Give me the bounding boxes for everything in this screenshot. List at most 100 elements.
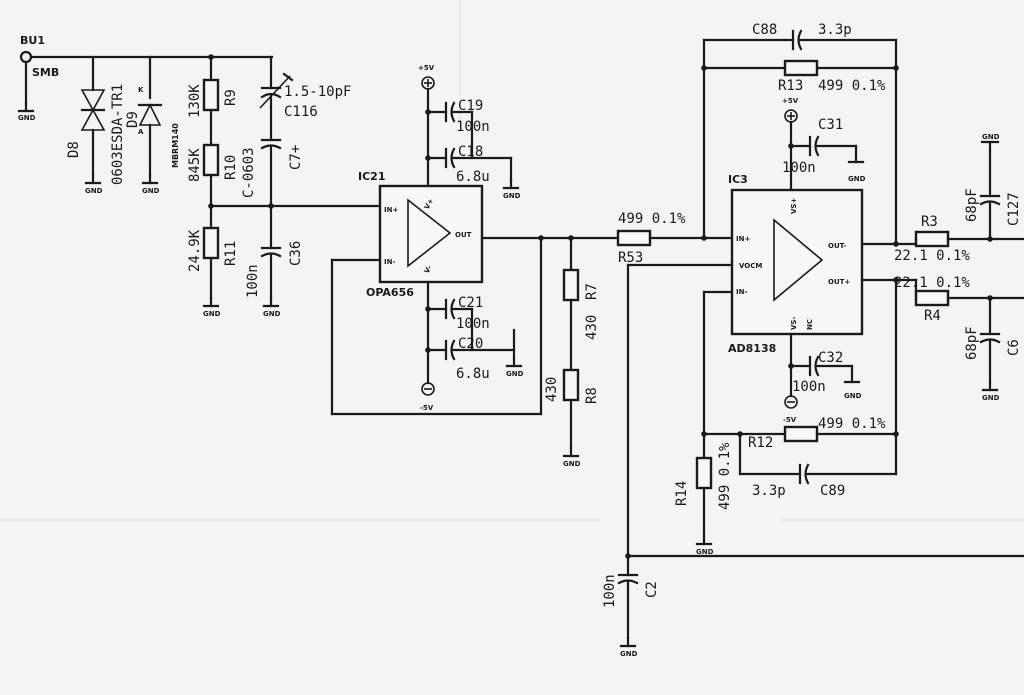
ic3-nc: NC: [806, 319, 814, 330]
svg-text:GND: GND: [982, 133, 1000, 141]
c6-ref: C6: [1006, 339, 1022, 356]
r8-ref: R8: [584, 387, 600, 404]
r9-resistor: 130K R9: [187, 55, 239, 147]
ic21-in-minus: IN-: [384, 258, 395, 266]
r10-ref: R10: [223, 155, 239, 180]
c20-capacitor: GND C20 6.8u: [425, 307, 524, 382]
c89-ref: C89: [820, 483, 845, 499]
ic21-part: OPA656: [366, 286, 414, 299]
c18-value: 6.8u: [456, 169, 490, 185]
r7-value: 430: [584, 315, 600, 340]
c32-value: 100n: [792, 379, 826, 395]
c36-value: 100n: [245, 264, 261, 298]
d9-a: A: [138, 128, 144, 136]
svg-text:GND: GND: [696, 548, 714, 556]
c31-ref: C31: [818, 117, 843, 133]
c88-ref: C88: [752, 22, 777, 38]
ic3-vs-plus: VS+: [790, 198, 798, 214]
c89-value: 3.3p: [752, 483, 786, 499]
c6-value: 68pF: [964, 326, 980, 360]
r3-resistor: R3 22.1 0.1%: [894, 214, 1024, 264]
c19-ref: C19: [458, 98, 483, 114]
svg-text:-5V: -5V: [783, 416, 797, 424]
r3-value: 22.1 0.1%: [894, 248, 970, 264]
r14-resistor: GND R14 499 0.1%: [674, 442, 733, 556]
c116-ref: C116: [284, 104, 318, 120]
ic21-opamp: IN+ IN- OUT V+ V- IC21 OPA656: [358, 170, 484, 299]
c127-ref: C127: [1006, 192, 1022, 226]
r8-resistor: GND 430 R8: [544, 368, 600, 468]
ic3-vs-minus: VS-: [790, 317, 798, 330]
svg-text:GND: GND: [982, 394, 1000, 402]
gnd-label: GND: [18, 114, 36, 122]
d9-value: MBRM140: [171, 123, 180, 168]
r13-resistor: R13 499 0.1%: [702, 59, 898, 94]
r13-ref: R13: [778, 78, 803, 94]
r14-value: 499 0.1%: [717, 442, 733, 510]
ic3-out-plus: OUT+: [828, 278, 850, 286]
c2-capacitor: GND 100n C2: [602, 573, 660, 658]
svg-text:GND: GND: [848, 175, 866, 183]
ic3-pos-supply: +5V: [782, 97, 799, 192]
r53-resistor: 499 0.1% R53: [616, 211, 734, 266]
r13-value: 499 0.1%: [818, 78, 886, 94]
bu1-label: BU1: [20, 34, 45, 47]
svg-text:GND: GND: [203, 310, 221, 318]
r12-ref: R12: [748, 435, 773, 451]
c36-ref: C36: [288, 241, 304, 266]
c89-capacitor: 3.3p C89: [738, 432, 898, 499]
c7-value: C-0603: [241, 147, 257, 198]
c88-capacitor: C88 3.3p: [702, 22, 898, 51]
r53-ref: R53: [618, 250, 643, 266]
ic3-in-minus: IN-: [736, 288, 747, 296]
ic3-diff-amp: IN+ VOCM IN- OUT- OUT+ VS+ VS- NC IC3 AD…: [728, 173, 864, 355]
d9-ref: D9: [125, 111, 141, 128]
ic3-out-minus: OUT-: [828, 242, 846, 250]
pos-rail-label: +5V: [418, 64, 435, 72]
r9-ref: R9: [223, 89, 239, 106]
c116-trimmer-capacitor: 1.5-10pF C116: [259, 55, 351, 142]
r4-ref: R4: [924, 308, 941, 324]
c7-capacitor: C-0603 C7+: [241, 138, 304, 208]
d9-k: K: [138, 86, 144, 94]
svg-text:GND: GND: [844, 392, 862, 400]
r12-resistor: R12 499 0.1%: [702, 416, 898, 451]
c2-value: 100n: [602, 574, 618, 608]
paper-texture: [0, 0, 1024, 521]
neg-rail-label: -5V: [420, 404, 434, 412]
d8-tvs-diode-icon: GND D8 0603ESDA-TR1: [66, 55, 126, 195]
r11-value: 24.9K: [187, 229, 203, 272]
svg-text:+5V: +5V: [782, 97, 799, 105]
ic3-vocm: VOCM: [739, 262, 762, 270]
d8-ref: D8: [66, 141, 82, 158]
c31-capacitor: GND C31 100n: [782, 117, 866, 183]
svg-text:GND: GND: [620, 650, 638, 658]
svg-text:GND: GND: [263, 310, 281, 318]
c32-ref: C32: [818, 350, 843, 366]
r7-resistor: R7 430: [562, 236, 600, 372]
d8-value: 0603ESDA-TR1: [110, 84, 126, 185]
c127-capacitor: GND 68pF C127: [964, 133, 1022, 242]
c116-value: 1.5-10pF: [284, 84, 351, 100]
c19-capacitor: C19 100n: [425, 98, 490, 135]
r4-value: 22.1 0.1%: [894, 275, 970, 291]
r8-value: 430: [544, 377, 560, 402]
c20-ref: C20: [458, 336, 483, 352]
r3-ref: R3: [921, 214, 938, 230]
ic3-ref: IC3: [728, 173, 748, 186]
c32-capacitor: GND C32 100n: [788, 350, 862, 400]
r9-value: 130K: [187, 84, 203, 118]
c7-ref: C7+: [288, 145, 304, 170]
r7-ref: R7: [584, 283, 600, 300]
ic21-vminus: V-: [423, 264, 434, 275]
c21-capacitor: C21 100n: [425, 295, 490, 332]
ic21-neg-supply: -5V: [420, 280, 435, 412]
c36-capacitor: GND 100n C36: [245, 204, 304, 318]
ic21-out: OUT: [455, 231, 472, 239]
bu1-connector: BU1 SMB GND: [17, 34, 274, 122]
c127-value: 68pF: [964, 188, 980, 222]
r12-value: 499 0.1%: [818, 416, 886, 432]
r10-resistor: 845K R10: [187, 143, 239, 230]
ic21-in-plus: IN+: [384, 206, 398, 214]
